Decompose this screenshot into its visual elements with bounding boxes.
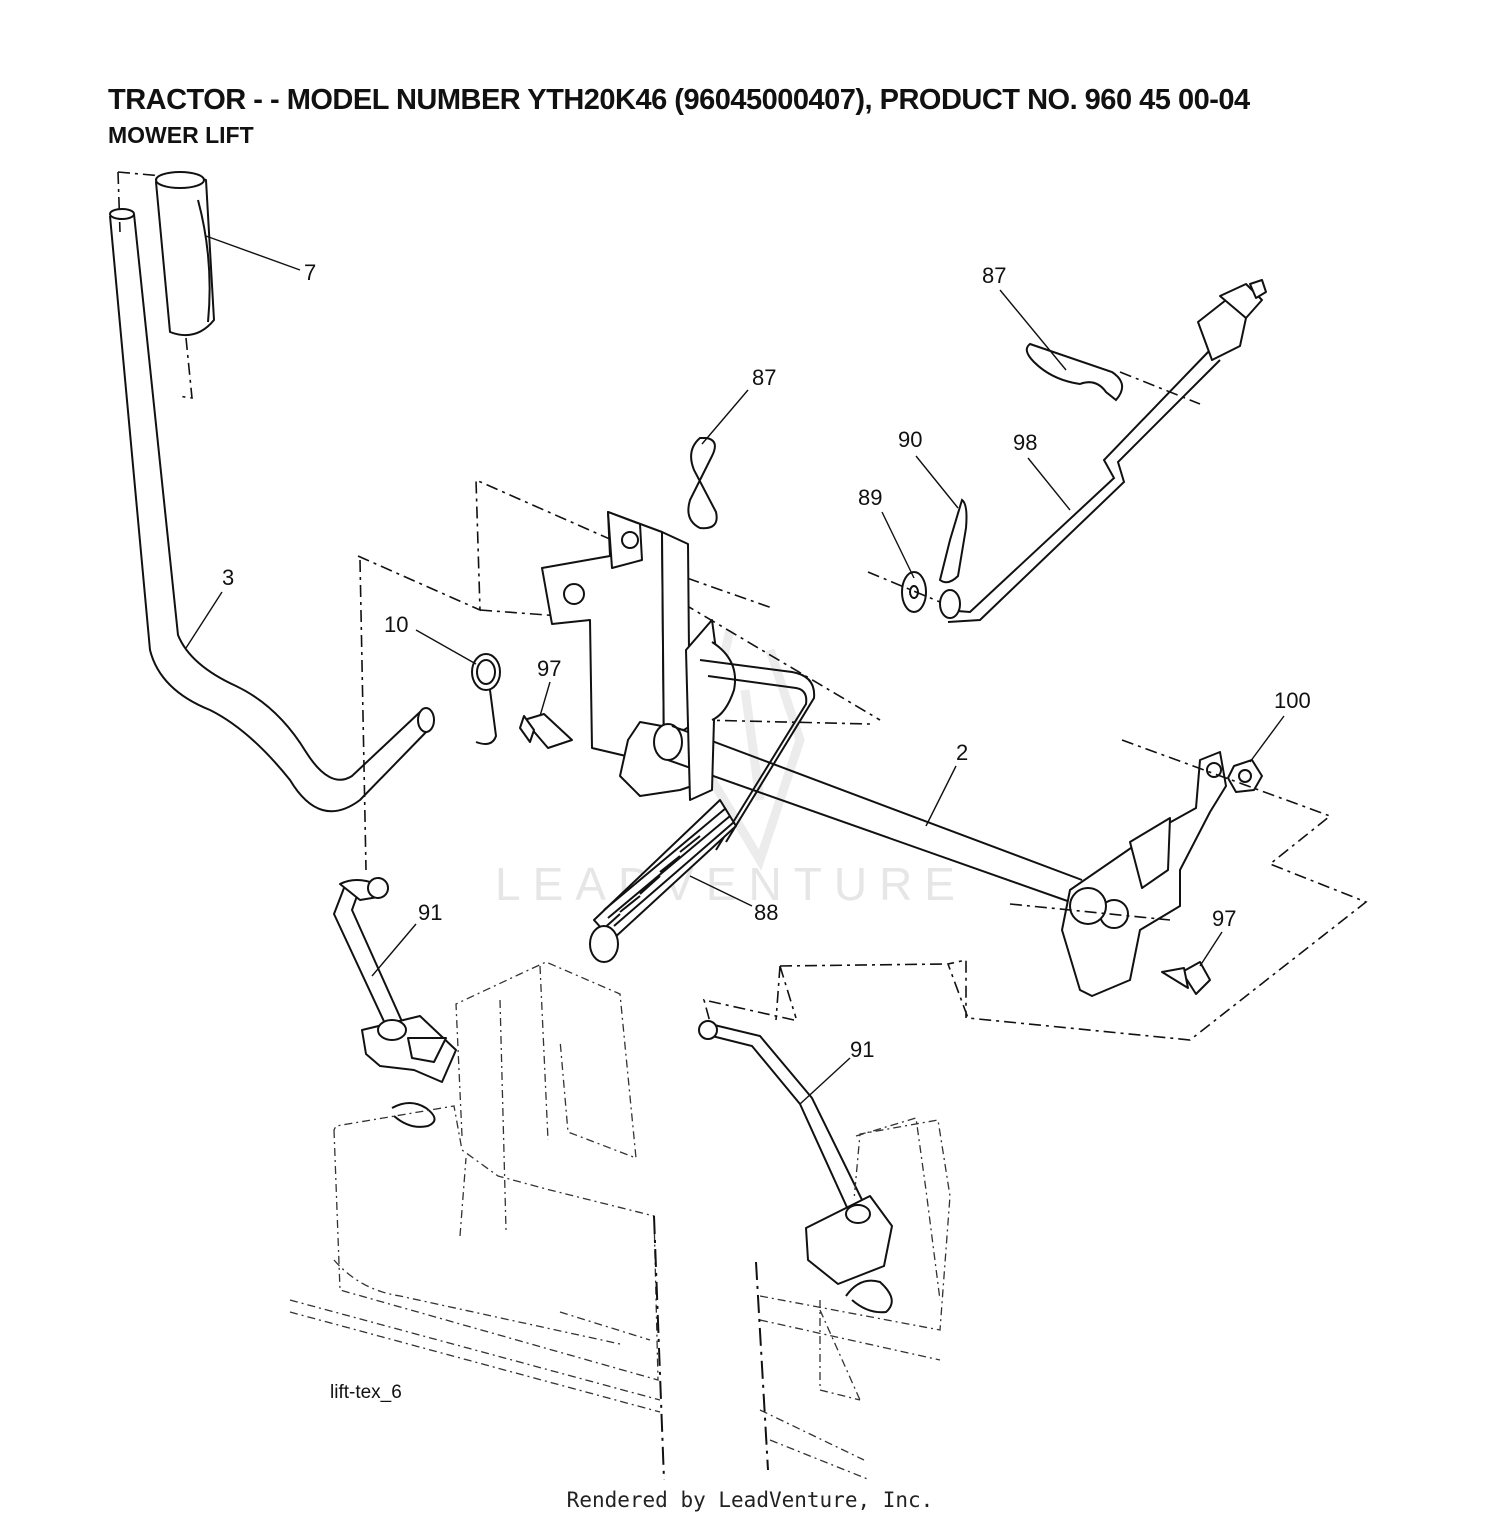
callout-88: 88 (754, 900, 778, 925)
footer-credit: Rendered by LeadVenture, Inc. (566, 1488, 934, 1512)
bolt-left (519, 713, 573, 749)
extension-spring (589, 799, 737, 963)
page-title: TRACTOR - - MODEL NUMBER YTH20K46 (96045… (108, 84, 1250, 116)
assembly-line-right (702, 739, 1368, 1041)
leader-87-top (999, 289, 1067, 371)
leader-87-center (701, 389, 749, 445)
bolt-right (1161, 961, 1211, 995)
callout-2: 2 (956, 740, 968, 765)
figure-reference: lift-tex_6 (330, 1382, 402, 1403)
callout-3: 3 (222, 565, 234, 590)
right-lift-arm (1061, 751, 1227, 997)
leader-97-left (539, 681, 551, 717)
lock-nut (1227, 759, 1263, 793)
callout-90: 90 (898, 427, 922, 452)
callout-87-top: 87 (982, 263, 1006, 288)
callout-7: 7 (304, 260, 316, 285)
callout-97-right: 97 (1212, 906, 1236, 931)
leader-91-right (799, 1057, 851, 1105)
drag-link (939, 279, 1267, 623)
lift-link-right (698, 1020, 893, 1314)
wire-link (699, 659, 816, 851)
cotter-clip (938, 498, 968, 584)
callout-91-right: 91 (850, 1037, 874, 1062)
leader-100 (1249, 715, 1285, 763)
callout-91-left: 91 (418, 900, 442, 925)
leader-2 (925, 765, 957, 827)
leader-91-left (371, 923, 417, 977)
section-title: MOWER LIFT (108, 122, 254, 148)
hairpin-clip-top (1025, 342, 1123, 402)
callout-87-center: 87 (752, 365, 776, 390)
mounting-bracket (541, 511, 691, 761)
assembly-line-top (1119, 371, 1201, 405)
leader-89 (881, 511, 915, 579)
assembly-line-left (357, 478, 881, 871)
leader-10 (415, 629, 477, 665)
leader-98 (1027, 457, 1071, 511)
lift-link-left (332, 877, 457, 1128)
tractor-frame-reference (289, 961, 951, 1481)
callout-97-left: 97 (537, 656, 561, 681)
watermark: LEADVENTURE (495, 858, 967, 910)
leader-97-right (1199, 931, 1223, 967)
leader-90 (915, 455, 959, 509)
lift-handle (109, 208, 435, 813)
leader-7 (205, 235, 301, 271)
callout-89: 89 (858, 485, 882, 510)
callout-100: 100 (1274, 688, 1311, 713)
leader-3 (185, 591, 223, 649)
callout-98: 98 (1013, 430, 1037, 455)
leader-88 (689, 875, 753, 907)
handle-grip (117, 171, 215, 399)
callout-10: 10 (384, 612, 408, 637)
torsion-spring (471, 653, 501, 745)
hairpin-clip-center (687, 437, 718, 530)
